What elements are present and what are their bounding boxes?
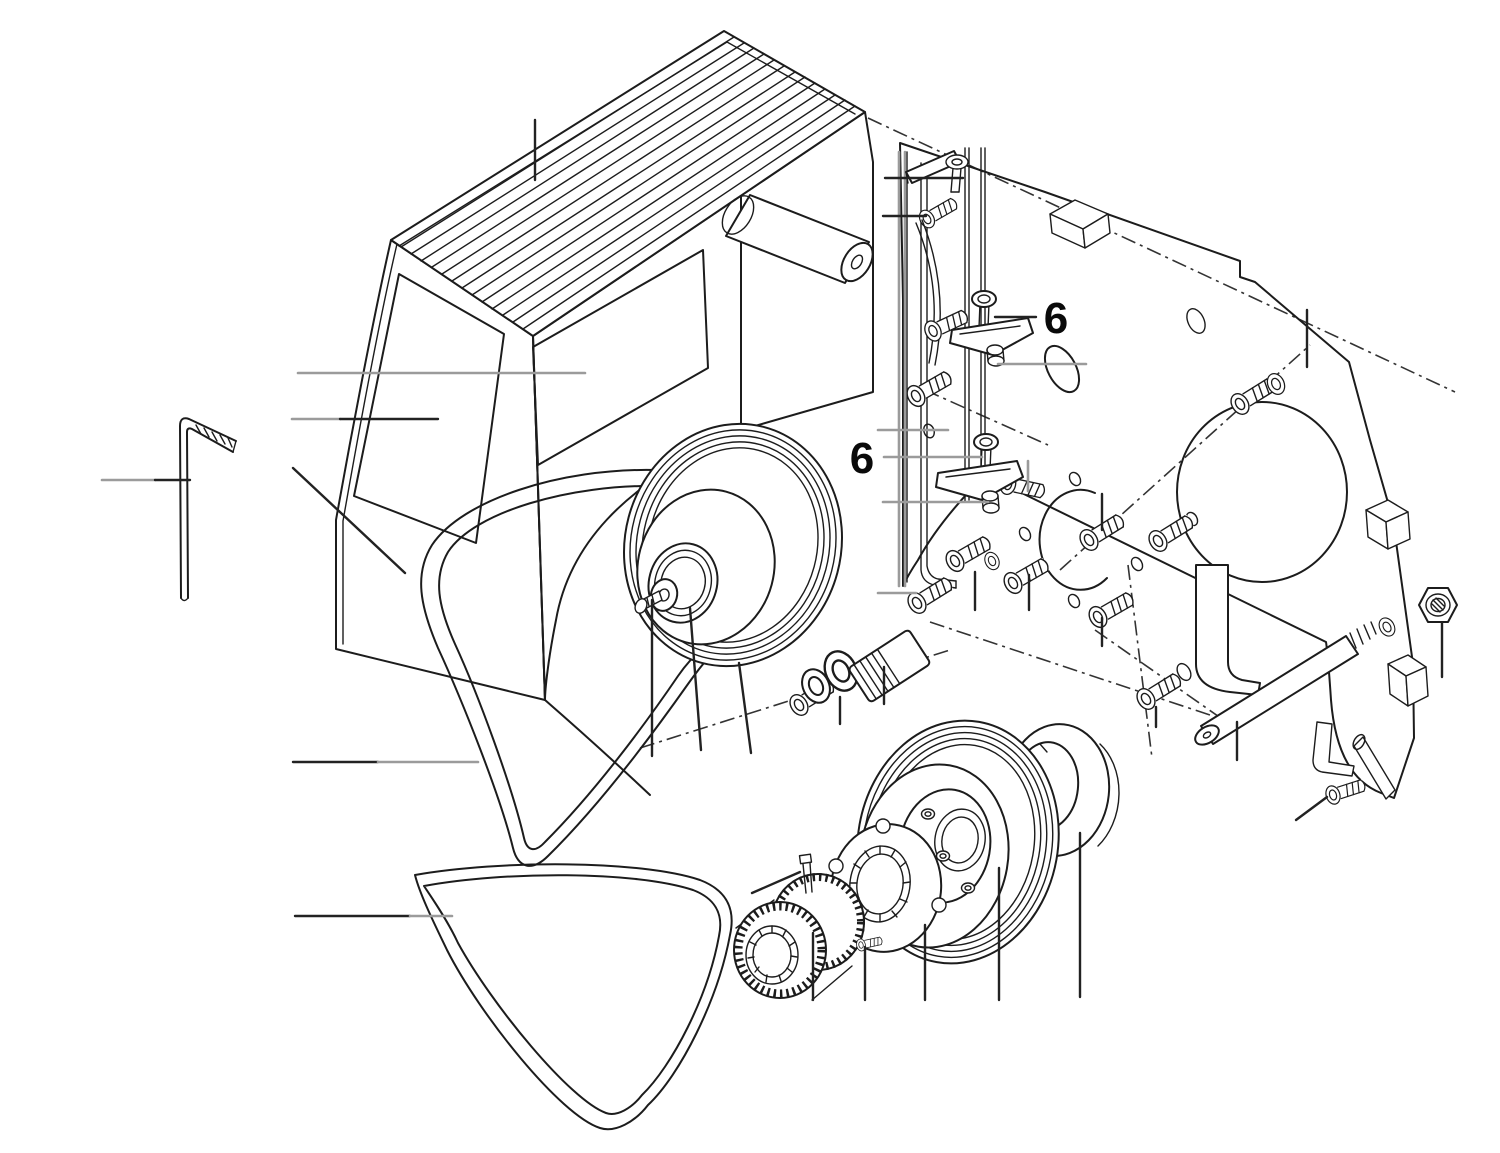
clamp-block-right-lower — [1387, 654, 1429, 707]
gear-bore-serration — [747, 925, 798, 983]
callout-6-upper: 6 — [1044, 294, 1068, 343]
screw — [903, 572, 957, 618]
screw — [1144, 510, 1198, 556]
drive-pin — [798, 853, 813, 894]
screw — [941, 531, 995, 576]
leader-lines — [100, 118, 1444, 1002]
hex-key — [179, 417, 237, 602]
screw — [902, 366, 956, 411]
pin-bracket — [1312, 721, 1396, 807]
l-bracket — [1195, 564, 1261, 696]
reed-valve-lower — [935, 433, 1048, 514]
bracket-screw — [1323, 775, 1369, 807]
o-ring-seal — [1043, 344, 1081, 394]
rotor-boss-screws — [920, 808, 976, 894]
plate-large-opening — [1176, 401, 1348, 583]
screw — [999, 553, 1053, 598]
compressor-housing — [335, 30, 874, 796]
rod-washer — [1375, 614, 1399, 640]
housing-ribs — [400, 36, 856, 330]
hub-stud-screw — [634, 590, 663, 614]
clamp-block-top — [1049, 199, 1111, 249]
reed-valve-upper — [921, 290, 1034, 367]
drive-pulley — [623, 422, 843, 668]
clamp-block-right-upper — [1365, 499, 1411, 550]
bracket-screw-vertical — [945, 154, 969, 193]
housing-window — [353, 273, 505, 544]
idler-roller — [721, 194, 874, 284]
spacer-rod — [1194, 614, 1399, 746]
callouts: 6 6 — [850, 294, 1068, 483]
hex-nut — [1418, 587, 1458, 623]
bracket-screw-angled — [915, 193, 961, 232]
hex-key-knurl — [195, 424, 233, 448]
callout-6-lower: 6 — [850, 434, 874, 483]
spacer-sleeve — [848, 629, 931, 703]
screw — [1084, 587, 1138, 632]
upper-drive-belt — [420, 468, 807, 867]
lower-drive-belt — [414, 863, 733, 1131]
splined-gear — [733, 873, 865, 1001]
retainer-spring — [915, 219, 941, 366]
gasket-ring — [1038, 488, 1108, 591]
